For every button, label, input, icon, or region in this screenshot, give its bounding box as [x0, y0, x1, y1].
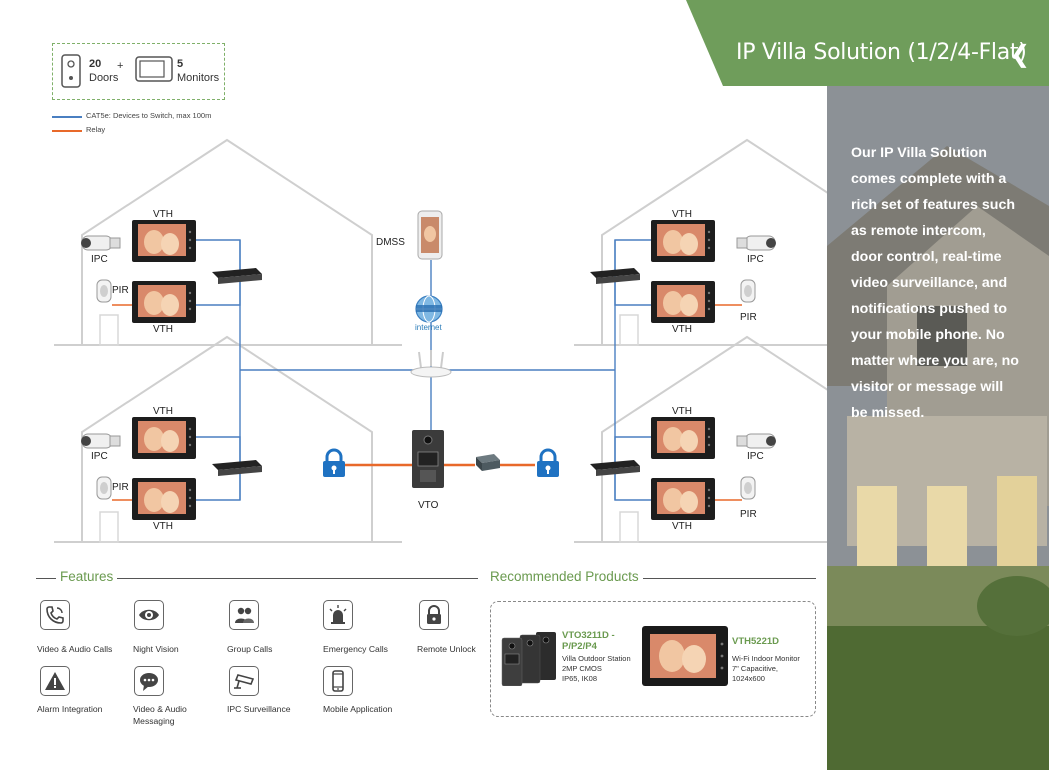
- vth-monitor: [132, 281, 196, 323]
- vth-monitor: [132, 417, 196, 459]
- pir-sensor: [740, 279, 756, 303]
- dmss-phone: [417, 210, 443, 260]
- network-switch: [590, 268, 640, 284]
- vth-label: VTH: [672, 324, 692, 335]
- internet-globe: [415, 295, 443, 323]
- ipc-label: IPC: [747, 254, 764, 265]
- vth-monitor: [651, 220, 715, 262]
- vth5221d-desc-1: Wi-Fi Indoor Monitor: [732, 654, 800, 663]
- vth-monitor: [132, 478, 196, 520]
- solution-description: Our IP Villa Solution comes complete wit…: [851, 145, 1019, 421]
- ipc-label: IPC: [91, 451, 108, 462]
- feature-label: IPC Surveillance: [227, 704, 291, 714]
- monitors-count: 5: [177, 58, 184, 70]
- pir-label: PIR: [740, 312, 757, 323]
- alarm-light-icon: [323, 600, 353, 630]
- network-diagram: [53, 139, 827, 543]
- pir-label: PIR: [740, 509, 757, 520]
- pir-sensor: [96, 279, 112, 303]
- vth5221d-desc-3: 1024x600: [732, 674, 765, 683]
- monitors-label: Monitors: [177, 72, 220, 84]
- vth-monitor: [651, 417, 715, 459]
- products-title: Recommended Products: [486, 569, 643, 584]
- lock-icon: [419, 600, 449, 630]
- features-divider: [36, 578, 478, 579]
- vto3211d-desc-3: IP65, IK08: [562, 674, 598, 683]
- network-switch: [212, 268, 262, 284]
- feature-label: Group Calls: [227, 644, 273, 654]
- internet-label: internet: [415, 323, 442, 332]
- page-title: IP Villa Solution (1/2/4-Flat): [736, 40, 1027, 65]
- router: [410, 350, 452, 378]
- recommended-products-box: [490, 601, 816, 717]
- legend-cat5e-text: CAT5e: Devices to Switch, max 100m: [86, 111, 212, 120]
- phone-call-icon: [40, 600, 70, 630]
- feature-label: Mobile Application: [323, 704, 393, 714]
- capacity-box: 20 + Doors 5 Monitors: [52, 43, 225, 100]
- network-switch: [590, 460, 640, 476]
- vth5221d-name: VTH5221D: [732, 636, 779, 647]
- vth-label: VTH: [153, 324, 173, 335]
- relay-module: [476, 454, 500, 471]
- features-title: Features: [56, 569, 118, 584]
- lock-icon: [321, 448, 347, 479]
- feature-label: Alarm Integration: [37, 704, 103, 714]
- mobile-phone-icon: [323, 666, 353, 696]
- products-divider: [486, 578, 816, 579]
- ipc-camera: [736, 235, 777, 251]
- vth-label: VTH: [672, 521, 692, 532]
- pir-sensor: [96, 476, 112, 500]
- doors-label: Doors: [89, 72, 119, 84]
- vto3211d-desc-2: 2MP CMOS: [562, 664, 602, 673]
- vth-label: VTH: [153, 209, 173, 220]
- vth-monitor: [651, 478, 715, 520]
- vth-label: VTH: [672, 209, 692, 220]
- vth-label: VTH: [153, 521, 173, 532]
- house-photo: [827, 86, 1049, 770]
- eye-icon: [134, 600, 164, 630]
- legend-relay-text: Relay: [86, 125, 106, 134]
- doors-count: 20: [89, 58, 102, 70]
- vto-outdoor-station: [412, 430, 444, 488]
- legend-cat5e-line: [52, 116, 82, 118]
- network-switch: [212, 460, 262, 476]
- group-icon: [229, 600, 259, 630]
- vto-label: VTO: [418, 500, 439, 511]
- vth-label: VTH: [672, 406, 692, 417]
- plus-sign: +: [117, 60, 124, 72]
- vth-monitor: [651, 281, 715, 323]
- vto-product-image: [501, 632, 556, 686]
- feature-label: Emergency Calls: [323, 644, 388, 654]
- feature-label: Remote Unlock: [417, 644, 476, 654]
- ipc-label: IPC: [91, 254, 108, 265]
- pir-label: PIR: [112, 285, 129, 296]
- dmss-label: DMSS: [376, 237, 405, 248]
- warning-icon: [40, 666, 70, 696]
- pir-sensor: [740, 476, 756, 500]
- cctv-camera-icon: [229, 666, 259, 696]
- vto3211d-desc-1: Villa Outdoor Station: [562, 654, 631, 663]
- vth-label: VTH: [153, 406, 173, 417]
- feature-label: Video & Audio Messaging: [133, 704, 187, 726]
- chevron-left-icon[interactable]: ❮: [1010, 40, 1031, 68]
- door-station-icon: [61, 54, 81, 88]
- lock-icon: [535, 448, 561, 479]
- legend-relay-line: [52, 130, 82, 132]
- vth-monitor: [132, 220, 196, 262]
- monitor-icon: [135, 56, 173, 82]
- ipc-camera: [736, 433, 777, 449]
- ipc-label: IPC: [747, 451, 764, 462]
- ipc-camera: [80, 235, 121, 251]
- pir-label: PIR: [112, 482, 129, 493]
- vth5221d-desc-2: 7" Capacitive,: [732, 664, 779, 673]
- header-banner: [686, 0, 1049, 86]
- vth-product-image: [642, 626, 728, 686]
- vto3211d-name: VTO3211D -P/P2/P4: [562, 630, 615, 652]
- ipc-camera: [80, 433, 121, 449]
- feature-label: Video & Audio Calls: [37, 644, 113, 654]
- chat-bubble-icon: [134, 666, 164, 696]
- feature-label: Night Vision: [133, 644, 179, 654]
